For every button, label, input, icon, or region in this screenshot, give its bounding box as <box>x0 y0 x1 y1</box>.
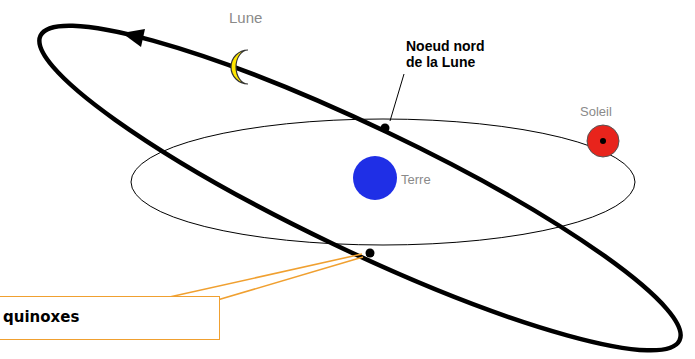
orbit-arrowhead <box>122 29 145 47</box>
callout-text: quinoxes <box>3 308 79 326</box>
earth-label: Terre <box>401 172 431 188</box>
sun-circle <box>587 125 619 157</box>
moon-label: Lune <box>229 10 262 26</box>
leader-line <box>390 74 404 121</box>
north-node-dot <box>381 124 390 133</box>
south-node-dot <box>366 249 375 258</box>
leader-line <box>214 257 363 301</box>
sun-dot <box>600 138 606 144</box>
node-label: Noeud nord de la Lune <box>406 38 502 70</box>
leader-line <box>165 254 362 298</box>
callout-box: quinoxes <box>0 296 220 340</box>
moon-crescent <box>231 50 248 84</box>
sun-label: Soleil <box>580 104 612 120</box>
earth-circle <box>353 156 397 200</box>
